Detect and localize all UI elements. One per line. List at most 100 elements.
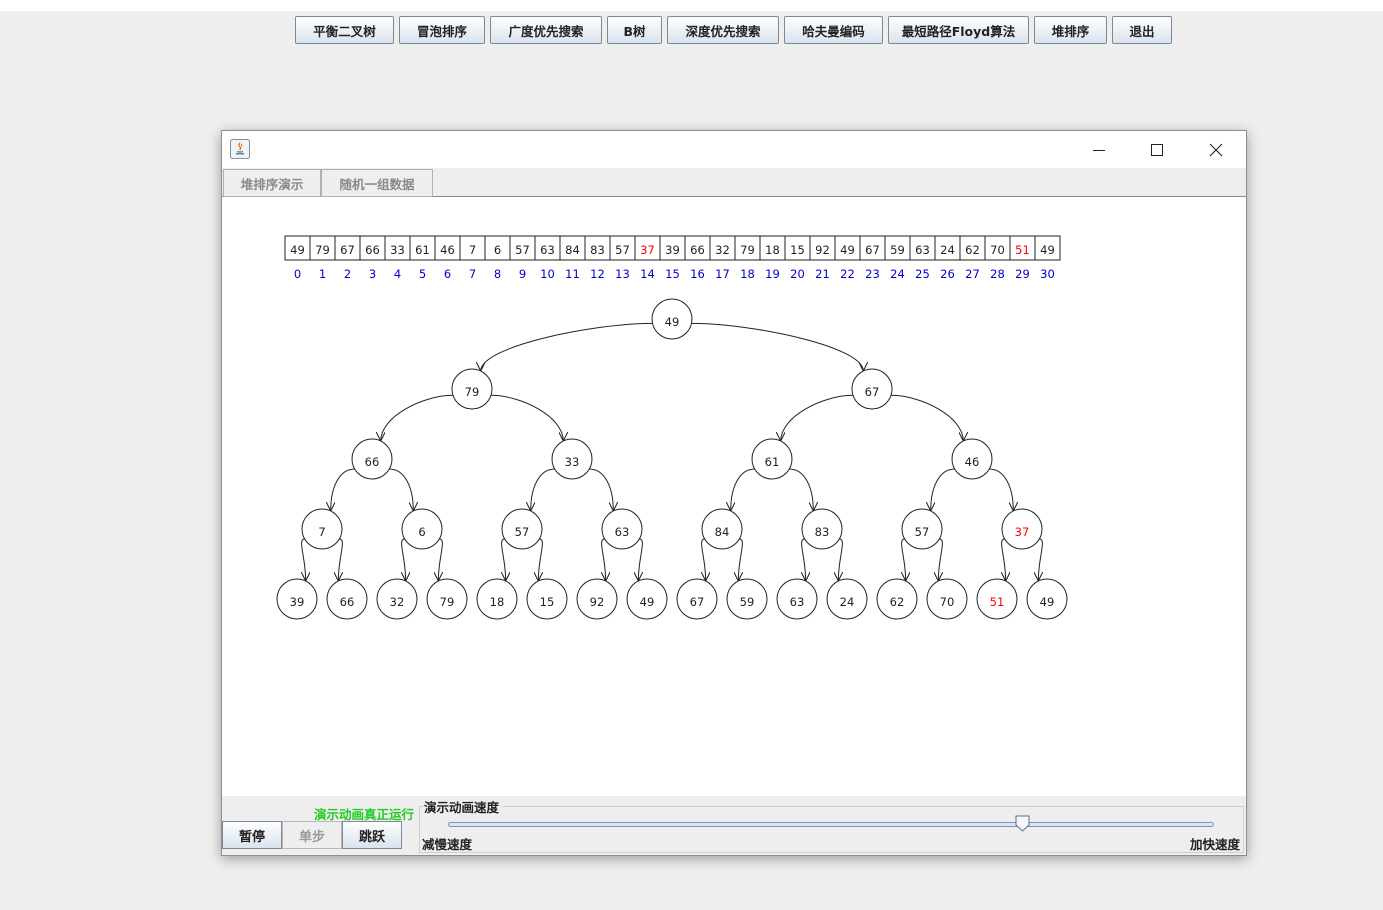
tree-node [501, 508, 543, 550]
menu-huffman-button[interactable]: 哈夫曼编码 [784, 16, 883, 44]
tree-node [476, 578, 518, 620]
array-cell-value: 84 [565, 243, 580, 257]
tree-node [401, 508, 443, 550]
tree-node-value: 57 [915, 525, 930, 539]
window-titlebar[interactable] [222, 131, 1246, 168]
tree-node-value: 66 [365, 455, 380, 469]
tree-edge [731, 468, 755, 511]
array-index-label: 23 [865, 267, 880, 281]
array-index-label: 22 [840, 267, 855, 281]
array-cell-value: 7 [469, 243, 476, 257]
tree-edge [938, 538, 943, 581]
step-button[interactable]: 单步 [282, 821, 342, 849]
array-index-label: 21 [815, 267, 830, 281]
menu-avl-tree-button[interactable]: 平衡二叉树 [295, 16, 394, 44]
tree-edge [701, 538, 706, 581]
menu-heap-sort-button[interactable]: 堆排序 [1034, 16, 1107, 44]
array-cell-value: 61 [415, 243, 430, 257]
menu-bubble-sort-button[interactable]: 冒泡排序 [399, 16, 485, 44]
menu-floyd-button[interactable]: 最短路径Floyd算法 [888, 16, 1029, 44]
array-cell [834, 235, 861, 261]
tree-node-value: 57 [515, 525, 530, 539]
array-index-label: 9 [519, 267, 526, 281]
tree-edge [738, 538, 743, 581]
tree-edge [901, 538, 906, 581]
tree-node [351, 438, 393, 480]
pause-button[interactable]: 暂停 [222, 821, 282, 849]
array-index-label: 18 [740, 267, 755, 281]
tree-node [776, 578, 818, 620]
tree-node [976, 578, 1018, 620]
tree-node-value: 67 [690, 595, 705, 609]
array-index-label: 2 [344, 267, 351, 281]
array-index-label: 15 [665, 267, 680, 281]
tree-node-value: 67 [865, 385, 880, 399]
menu-btree-button[interactable]: B树 [607, 16, 662, 44]
array-cell [984, 235, 1011, 261]
tree-node [951, 438, 993, 480]
array-cell [459, 235, 486, 261]
menu-exit-button[interactable]: 退出 [1112, 16, 1172, 44]
array-index-label: 20 [790, 267, 805, 281]
array-cell-value: 49 [1040, 243, 1055, 257]
array-cell-value: 32 [715, 243, 730, 257]
tree-node-value: 92 [590, 595, 605, 609]
tree-edge [601, 538, 606, 581]
tree-node [801, 508, 843, 550]
array-cell [709, 235, 736, 261]
array-cell [759, 235, 786, 261]
array-cell [509, 235, 536, 261]
close-icon[interactable] [1187, 131, 1245, 168]
speed-slider-track[interactable] [448, 822, 1214, 827]
array-cell-value: 57 [515, 243, 530, 257]
speed-slider-thumb[interactable] [1015, 815, 1030, 832]
array-index-label: 27 [965, 267, 980, 281]
array-cell-value: 92 [815, 243, 830, 257]
tree-node [451, 368, 493, 410]
menu-dfs-button[interactable]: 深度优先搜索 [667, 16, 779, 44]
array-cell [384, 235, 411, 261]
tree-node-value: 7 [318, 525, 325, 539]
tree-node-value: 51 [990, 595, 1005, 609]
tree-node-value: 62 [890, 595, 905, 609]
array-cell [534, 235, 561, 261]
menu-bfs-button[interactable]: 广度优先搜索 [490, 16, 602, 44]
tree-edge [381, 394, 454, 441]
tree-node [326, 578, 368, 620]
array-index-label: 10 [540, 267, 555, 281]
array-cell [734, 235, 761, 261]
minimize-icon[interactable] [1070, 131, 1128, 168]
array-cell-value: 79 [740, 243, 755, 257]
tree-edge [638, 538, 643, 581]
tree-edge [1001, 538, 1006, 581]
array-cell-value: 67 [865, 243, 880, 257]
tree-edge [338, 538, 343, 581]
tree-node-value: 49 [665, 315, 680, 329]
random-data-button[interactable]: 随机一组数据 [321, 169, 433, 197]
array-cell [559, 235, 586, 261]
array-cell-value: 62 [965, 243, 980, 257]
array-index-label: 30 [1040, 267, 1055, 281]
heap-sort-demo-button[interactable]: 堆排序演示 [223, 169, 321, 197]
array-cell [959, 235, 986, 261]
tree-node-value: 79 [465, 385, 480, 399]
array-cell-value: 59 [890, 243, 905, 257]
tree-edge [1038, 538, 1043, 581]
top-strip [0, 0, 1383, 11]
speed-panel-title: 演示动画速度 [424, 797, 504, 816]
tree-node [676, 578, 718, 620]
tree-node-value: 49 [1040, 595, 1055, 609]
tree-node-value: 33 [565, 455, 580, 469]
tree-node-value: 70 [940, 595, 955, 609]
jump-button[interactable]: 跳跃 [342, 821, 402, 849]
array-index-label: 12 [590, 267, 605, 281]
maximize-icon[interactable] [1128, 131, 1186, 168]
array-cell-value: 83 [590, 243, 605, 257]
array-index-label: 13 [615, 267, 630, 281]
array-cell-value: 33 [390, 243, 405, 257]
speed-panel [419, 806, 1244, 853]
tree-edge [838, 538, 843, 581]
